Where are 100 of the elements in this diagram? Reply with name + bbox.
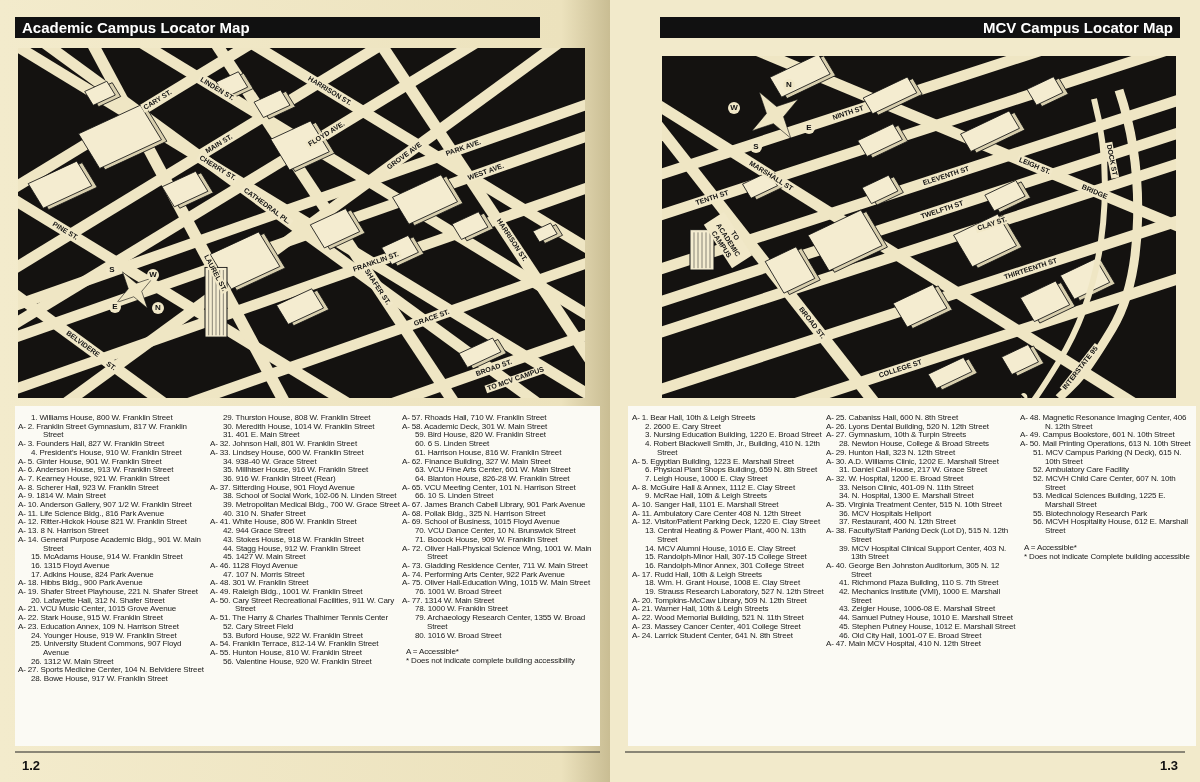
building-list-entry: A- 49. Campus Bookstore, 601 N. 10th Street (1020, 431, 1176, 441)
building-list-entry: A- 30. A.D. Williams Clinic, 1202 E. Marshall Street (826, 457, 1000, 467)
building-list-entry: A- 72. Oliver Hall-Physical Science Wing, 1001 W. Main Street (402, 544, 593, 562)
building-list-entry: A- 74. Performing Arts Center, 922 Park Avenue (402, 570, 566, 579)
footnote: * Does not indicate complete building accessibility (405, 657, 576, 666)
building-list-entry: 14. MCV Alumni House, 1016 E. Clay Street (644, 544, 797, 553)
building-list-entry: 25. University Student Commons, 907 Floyd Avenue (30, 640, 183, 658)
building-list-entry: A- 7. Kearney House, 921 W. Franklin Street (18, 474, 171, 483)
building-list-entry: 3. Nursing Education Building, 1220 E. Broad Street (644, 431, 823, 441)
building-list-entry: 2. 2600 E. Cary Street (644, 422, 722, 431)
building-list-entry: 34. N. Hospital, 1300 E. Marshall Street (838, 492, 975, 502)
building-list-entry: 66. 10 S. Linden Street (414, 492, 495, 502)
building-list-entry: A- 58. Academic Deck, 301 W. Main Street (402, 422, 549, 432)
building-list-entry: 70. VCU Dance Center, 10 N. Brunswick Street (414, 527, 577, 536)
building-list-entry: 33. Nelson Clinic, 401-09 N. 11th Street (838, 483, 975, 493)
building-list-entry: 19. Strauss Research Laboratory, 527 N. 12th Street (644, 588, 824, 597)
building-list-entry: A- 17. Rudd Hall, 10th & Leigh Streets (632, 570, 762, 579)
page-number: 1.2 (22, 758, 41, 773)
building-list-entry: A- 77. 1314 W. Main Street (402, 596, 496, 606)
building-list-entry: A- 12. Visitor/Patient Parking Deck, 1220 E. Clay Street (632, 518, 821, 528)
building-list-entry: 37. Restaurant, 400 N. 12th Street (838, 518, 957, 528)
building-list-entry: 1. Williams House, 800 W. Franklin Street (30, 414, 174, 423)
building-list-entry: 18. Wm. H. Grant House, 1008 E. Clay Street (644, 579, 801, 589)
building-list-entry: 4. Robert Blackwell Smith, Jr., Building, 410 N. 12th Street (644, 440, 821, 458)
building-list-entry: A- 55. Hunton House, 810 W. Franklin Street (210, 649, 363, 658)
building-list-entry: A- 40. George Ben Johnston Auditorium, 305 N. 12 Street (826, 561, 1001, 580)
building-list-entry: A- 23. Education Annex, 109 N. Harrison Street (18, 622, 180, 632)
building-list-entry: A- 41. White House, 806 W. Franklin Street (210, 518, 358, 528)
building-list-entry: A- 18. Hibbs Bldg., 900 Park Avenue (18, 579, 144, 589)
building-list-entry: 60. 6 S. Linden Street (414, 440, 491, 449)
building-list-entry: A- 12. Ritter-Hickok House 821 W. Franklin Street (18, 518, 188, 528)
building-list-entry: 45. 1427 W. Main Street (222, 553, 307, 562)
building-list-entry: 64. Blanton House, 826-28 W. Franklin Street (414, 474, 571, 484)
building-list-entry: 56. Valentine House, 920 W. Franklin Street (222, 657, 373, 667)
building-list-entry: A- 57. Rhoads Hall, 710 W. Franklin Street (402, 414, 548, 423)
building-list-entry: A- 48. 301 W. Franklin Street (210, 579, 310, 589)
building-list-entry: 44. Samuel Putney House, 1010 E. Marshall Street (838, 614, 1014, 623)
building-list-entry: 41. Richmond Plaza Building, 110 S. 7th Street (838, 579, 1000, 589)
building-list-entry: 36. 916 W. Franklin Street (Rear) (222, 474, 337, 483)
building-list-entry: 28. Newton House, College & Broad Streets (838, 440, 990, 449)
building-list-entry: A- 14. General Purpose Academic Bldg., 901 W. Main Street (18, 535, 202, 554)
map-title: MCV Campus Locator Map (660, 17, 1180, 38)
building-list-entry: 4. President's House, 910 W. Franklin Street (30, 448, 183, 458)
building-list-entry: 78. 1000 W. Franklin Street (414, 605, 509, 615)
building-list-entry: 47. 107 N. Morris Street (222, 570, 306, 580)
building-list-entry: 28. Bowe House, 917 W. Franklin Street (30, 675, 169, 684)
building-list-entry: A- 10. Anderson Gallery, 907 1/2 W. Franklin Street (18, 501, 193, 510)
building-list-entry: 39. MCV Hospital Clinical Support Center, 403 N. 13th Street (838, 544, 1008, 562)
building-list-entry: A- 65. VCU Meeting Center, 101 N. Harrison Street (402, 483, 577, 492)
building-list-entry: 43. Zeigler House, 1006-08 E. Marshall Street (838, 605, 996, 615)
footnote: A = Accessible* (405, 648, 460, 657)
building-list-entry: A- 24. Larrick Student Center, 641 N. 8th Street (632, 631, 794, 641)
building-list-entry: 71. Bocock House, 909 W. Franklin Street (414, 535, 559, 545)
building-list-entry: 46. Old City Hall, 1001-07 E. Broad Street (838, 631, 983, 640)
building-list-entry: A- 8. Scherer Hall, 923 W. Franklin Street (18, 483, 160, 493)
building-list-entry: 76. 1001 W. Broad Street (414, 588, 503, 597)
building-list-entry: A- 22. Stark House, 915 W. Franklin Street (18, 614, 164, 623)
footnote: A = Accessible* (1023, 543, 1078, 553)
building-list-entry: A- 29. Hunton Hall, 323 N. 12th Street (826, 448, 957, 458)
building-list-entry: A- 21. VCU Music Center, 1015 Grove Avenue (18, 605, 178, 615)
building-list-entry: A- 37. Sitterding House, 901 Floyd Avenue (210, 483, 356, 492)
building-list-entry: A- 22. Wood Memorial Building, 521 N. 11th Street (632, 614, 805, 623)
building-list-entry: 16. Randolph-Minor Annex, 301 College Street (644, 561, 805, 570)
building-list-entry: 26. 1312 W. Main Street (30, 657, 115, 667)
building-list-entry: 9. McRae Hall, 10th & Leigh Streets (644, 492, 767, 502)
building-list-entry: A- 32. Johnson Hall, 801 W. Franklin Street (210, 440, 358, 449)
building-list-entry: A- 19. Shafer Street Playhouse, 221 N. Shafer Street (18, 588, 199, 597)
building-list-entry: A- 69. School of Business, 1015 Floyd Avenue (402, 518, 561, 528)
building-list-entry: A- 38. Faculty/Staff Parking Deck (Lot D), 515 N. 12th Street (826, 527, 1010, 545)
building-list-entry: A- 25. Cabaniss Hall, 600 N. 8th Street (826, 414, 959, 423)
building-list-entry: A- 3. Founders Hall, 827 W. Franklin Street (18, 440, 166, 449)
building-list-entry: 44. Stagg House, 912 W. Franklin Street (222, 544, 362, 553)
building-list-entry: 80. 1016 W. Broad Street (414, 631, 503, 641)
building-list-entry: A- 1. Bear Hall, 10th & Leigh Streets (632, 414, 757, 422)
building-list-entry: 16. 1315 Floyd Avenue (30, 561, 111, 571)
building-list-entry: 13. Central Heating & Power Plant, 400 N. 13th Street (644, 527, 807, 545)
building-list-entry: 53. Buford House, 922 W. Franklin Street (222, 631, 364, 641)
building-list-entry: A- 8. McGuire Hall & Annex, 1112 E. Clay Street (632, 483, 796, 493)
building-list-entry: 29. Thurston House, 808 W. Franklin Street (222, 414, 372, 423)
building-list-entry: 31. 401 E. Main Street (222, 431, 301, 441)
building-list-entry: 52. MCVH Child Care Center, 607 N. 10th Street (1032, 474, 1177, 493)
building-list-entry: 34. 938-40 W. Grace Street (222, 457, 318, 467)
building-list-entry: A- 62. Finance Building, 327 W. Main Street (402, 457, 552, 466)
building-list-entry: 42. Mechanics Institute (VMI), 1000 E. Marshall Street (838, 588, 1002, 606)
building-list-entry: 61. Harrison House, 816 W. Franklin Street (414, 448, 563, 458)
footnote: * Does not indicate Complete building accessible (1023, 552, 1191, 562)
building-list-entry: A- 2. Franklin Street Gymnasium, 817 W. Franklin Street (18, 422, 188, 441)
building-list-entry: A- 51. The Harry & Charles Thalhimer Tennis Center (210, 614, 389, 623)
building-list-entry: 40. 310 N. Shafer Street (222, 509, 307, 519)
building-list-entry: A- 13. 8 N. Harrison Street (18, 527, 110, 536)
building-list-entry: A- 48. Magnetic Resonance Imaging Center, 406 N. 12th Street (1020, 414, 1188, 432)
building-list-entry: 24. Younger House, 919 W. Franklin Street (30, 631, 178, 640)
building-list-entry: 35. Millhiser House, 916 W. Franklin Street (222, 466, 370, 475)
building-list-entry: 17. Adkins House, 824 Park Avenue (30, 570, 155, 580)
building-list-entry: A- 11. Life Science Bldg., 816 Park Avenue (18, 509, 165, 518)
building-list-entry: A- 67. James Branch Cabell Library, 901 Park Avenue (402, 501, 587, 510)
building-list-entry: 79. Archaeology Research Center, 1355 W. Broad Street (414, 614, 587, 632)
building-list-entry: 52. Cary Street Field (222, 622, 295, 631)
building-list-entry: A- 23. Massey Cancer Center, 401 College Street (632, 622, 802, 631)
building-list-entry: A- 54. Franklin Terrace, 812-14 W. Franklin Street (210, 640, 380, 649)
